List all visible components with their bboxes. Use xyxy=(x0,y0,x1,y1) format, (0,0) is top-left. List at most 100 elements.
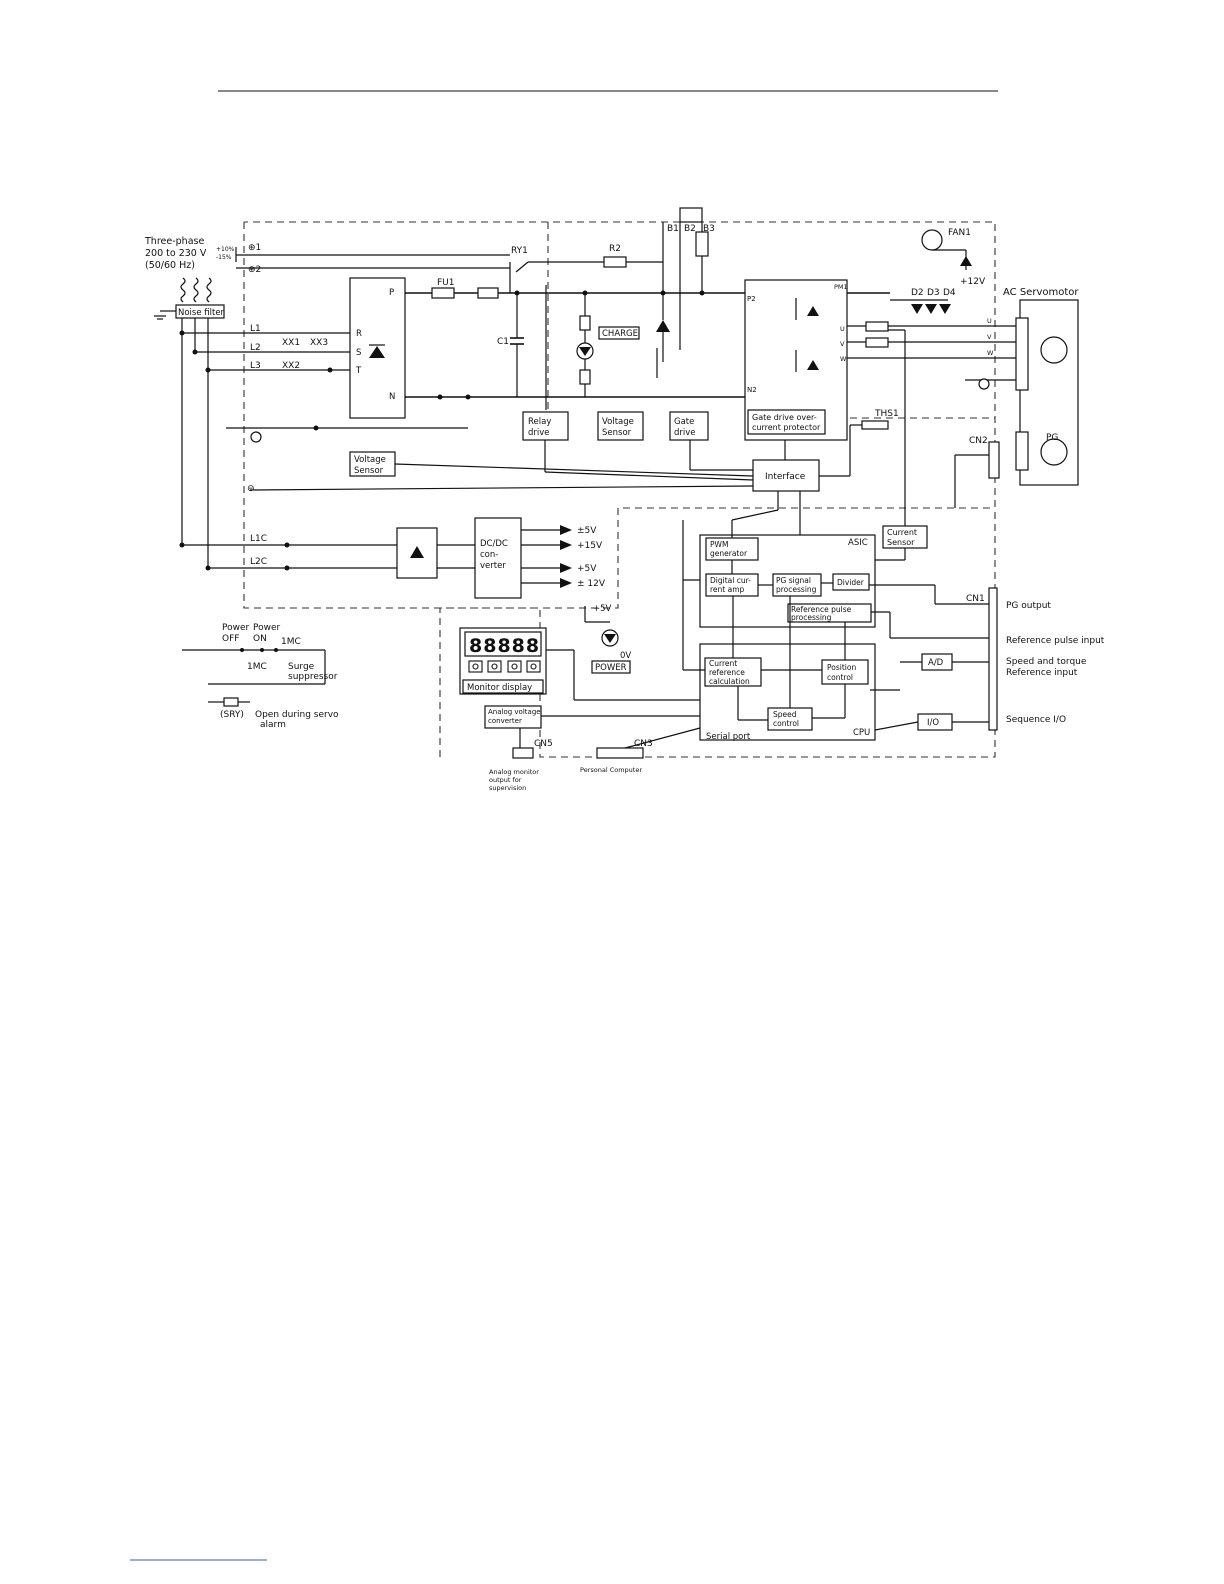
node-l1c-r xyxy=(284,542,290,548)
pwm-label-1: PWM xyxy=(710,540,728,549)
monitor-display-label-box xyxy=(462,679,544,694)
rect-t: T xyxy=(355,366,362,376)
igbt-1-diode-icon xyxy=(807,306,819,316)
speed-control-label-1: Speed xyxy=(773,710,797,719)
r2-label: R2 xyxy=(609,244,621,254)
pm-u-label: U xyxy=(840,325,845,333)
supply-label-1: Three-phase xyxy=(144,236,204,247)
interface-label: Interface xyxy=(765,472,806,482)
voltage-sensor-1-box xyxy=(597,411,644,441)
pc-label: Personal Computer xyxy=(580,766,642,774)
out-5v-arrow xyxy=(560,525,572,535)
power-label: POWER xyxy=(595,663,627,673)
motor-term-v: V xyxy=(987,333,992,341)
out-p5v-arrow xyxy=(560,563,572,573)
monitor-digits-box xyxy=(464,631,542,657)
charge-box xyxy=(598,326,640,340)
ref-pulse-input-label: Reference pulse input xyxy=(1006,636,1105,646)
wire-pwm-interface-b xyxy=(731,509,779,521)
noise-filter-label: Noise filter xyxy=(178,308,225,318)
analog-monitor-label-2: output for xyxy=(489,776,522,784)
servomotor-label: AC Servomotor xyxy=(1003,287,1079,298)
motor-term-u: U xyxy=(987,317,992,325)
position-control-box xyxy=(821,659,869,685)
wire-serial-cn3 xyxy=(624,727,701,749)
diode-d2-icon xyxy=(911,304,923,314)
terminal-l1c: L1C xyxy=(250,534,267,544)
wire-vs2-interface xyxy=(394,463,754,477)
gate-protect-label-2: current protector xyxy=(752,423,821,432)
pwm-label-2: generator xyxy=(710,549,748,558)
gate-drive-box xyxy=(669,411,709,441)
terminal-l3: L3 xyxy=(250,361,261,371)
divider-box xyxy=(832,573,870,591)
ct-v xyxy=(865,337,889,348)
ref-pulse-label-1: Reference pulse xyxy=(791,605,852,614)
current-ref-label-2: reference xyxy=(709,668,745,677)
reactor-xx2: XX2 xyxy=(282,361,300,371)
power-led-tri xyxy=(604,634,616,643)
io-label: I/O xyxy=(927,718,939,728)
divider-label: Divider xyxy=(837,578,865,587)
power-label-box xyxy=(591,660,631,674)
dcdc-label-2: con- xyxy=(480,550,498,560)
monitor-button-2-dot xyxy=(491,663,498,670)
serial-port-label: Serial port xyxy=(706,732,751,742)
voltage-sensor-2-label-2: Sensor xyxy=(354,466,384,476)
b-terminal-block xyxy=(679,207,703,223)
pc-node-3 xyxy=(274,648,278,652)
asic-label: ASIC xyxy=(848,538,868,548)
supply-tol-plus: +10% xyxy=(216,246,235,253)
cn1-connector xyxy=(988,587,998,731)
node-n1 xyxy=(437,394,443,400)
charge-r-top xyxy=(579,315,591,331)
dcdc-label-1: DC/DC xyxy=(480,539,508,549)
pg-terminal-strip xyxy=(1015,431,1029,471)
terminal-plus2: ⊕2 xyxy=(248,265,261,275)
cn3-connector xyxy=(596,747,644,759)
power-on-label-2: ON xyxy=(253,634,267,644)
cn1-label: CN1 xyxy=(966,594,985,604)
ths1-label: THS1 xyxy=(874,409,899,419)
out-12v-label: ± 12V xyxy=(577,579,606,589)
fan-icon xyxy=(921,229,943,251)
supply-tol-minus: -15% xyxy=(216,254,232,261)
voltage-sensor-2-label-1: Voltage xyxy=(354,455,386,465)
motor-ground-icon xyxy=(978,378,990,390)
rect-n: N xyxy=(389,392,395,402)
open-note-2: alarm xyxy=(260,720,286,730)
pg-label: PG xyxy=(1046,433,1058,443)
motor-term-w: W xyxy=(987,349,994,357)
resistor-r2 xyxy=(603,256,627,268)
analog-monitor-label-1: Analog monitor xyxy=(489,768,539,776)
sry-contact xyxy=(223,697,239,707)
ad-label: A/D xyxy=(928,658,944,668)
digital-current-label-1: Digital cur- xyxy=(710,576,751,585)
fuse-fu1 xyxy=(431,287,455,299)
cpu-label: CPU xyxy=(853,728,870,738)
fan-v-label: +12V xyxy=(960,277,986,287)
node-l1c xyxy=(179,542,185,548)
terminal-minus: ⊖ xyxy=(247,484,255,494)
cn5-connector xyxy=(512,747,534,759)
sry-label: (SRY) xyxy=(220,710,244,720)
pc-node-1 xyxy=(240,648,244,652)
node-l3-r xyxy=(327,367,333,373)
monitor-digits: 88888 xyxy=(469,635,540,657)
rectifier-diode-icon xyxy=(369,346,385,358)
cn5-label: CN5 xyxy=(534,739,553,749)
ctrl-rectifier-diode xyxy=(410,546,424,558)
inrush-resistor xyxy=(477,287,499,299)
current-sensor-label-1: Current xyxy=(887,528,917,537)
motor-terminal-strip xyxy=(1015,317,1029,391)
regen-resistor xyxy=(695,231,709,257)
node-l2c xyxy=(205,565,211,571)
out-p5v-label: +5V xyxy=(577,564,597,574)
diode-d3-icon xyxy=(925,304,937,314)
rect-s: S xyxy=(356,348,361,358)
wire-io-cpu xyxy=(874,721,919,731)
ry1-label: RY1 xyxy=(511,246,528,256)
current-sensor-label-2: Sensor xyxy=(887,538,915,547)
terminal-plus1: ⊕1 xyxy=(248,243,261,253)
